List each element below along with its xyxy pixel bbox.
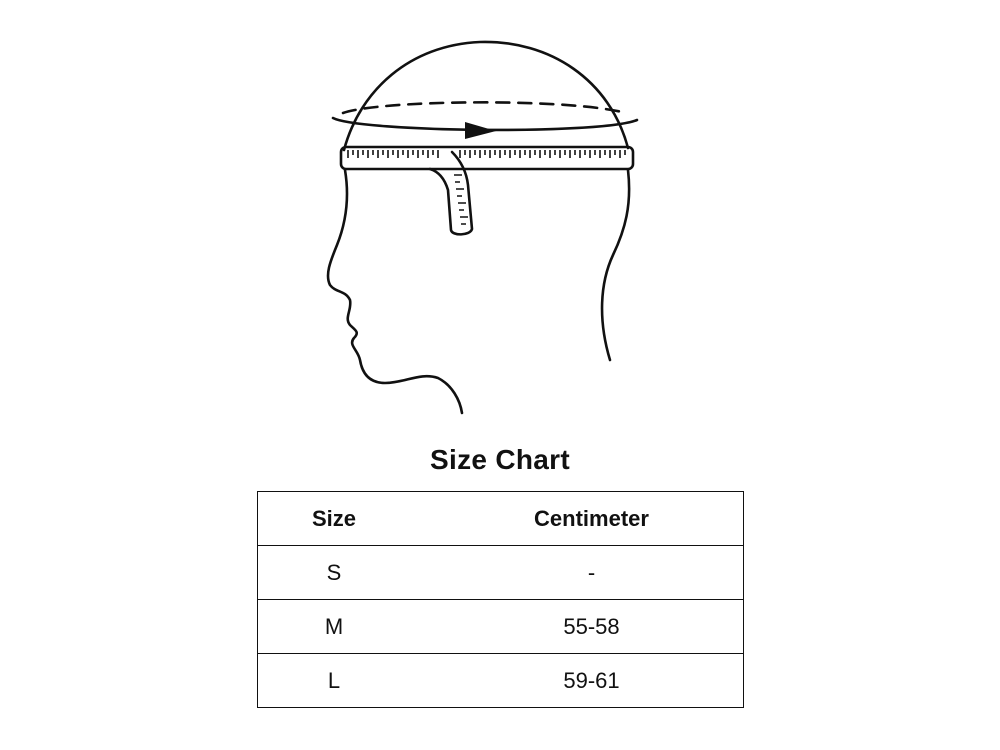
centimeter-cell: 59-61: [563, 667, 620, 693]
size-chart-title: Size Chart: [430, 444, 570, 475]
table-row: L 59-61: [257, 654, 744, 708]
centimeter-cell: 55-58: [563, 613, 620, 639]
size-column-header: Size: [311, 505, 357, 531]
table-header-row: Size Centimeter: [257, 492, 744, 546]
table-row: S -: [257, 546, 744, 600]
size-cell: S: [326, 559, 342, 585]
size-chart-table: Size Centimeter S - M 55-58 L 59-61: [257, 491, 744, 708]
size-cell: L: [327, 667, 341, 693]
centimeter-column-header: Centimeter: [534, 505, 649, 531]
centimeter-cell: -: [587, 559, 596, 585]
head-measurement-illustration-icon: [326, 40, 639, 415]
table-row: M 55-58: [257, 600, 744, 654]
size-cell: M: [324, 613, 344, 639]
